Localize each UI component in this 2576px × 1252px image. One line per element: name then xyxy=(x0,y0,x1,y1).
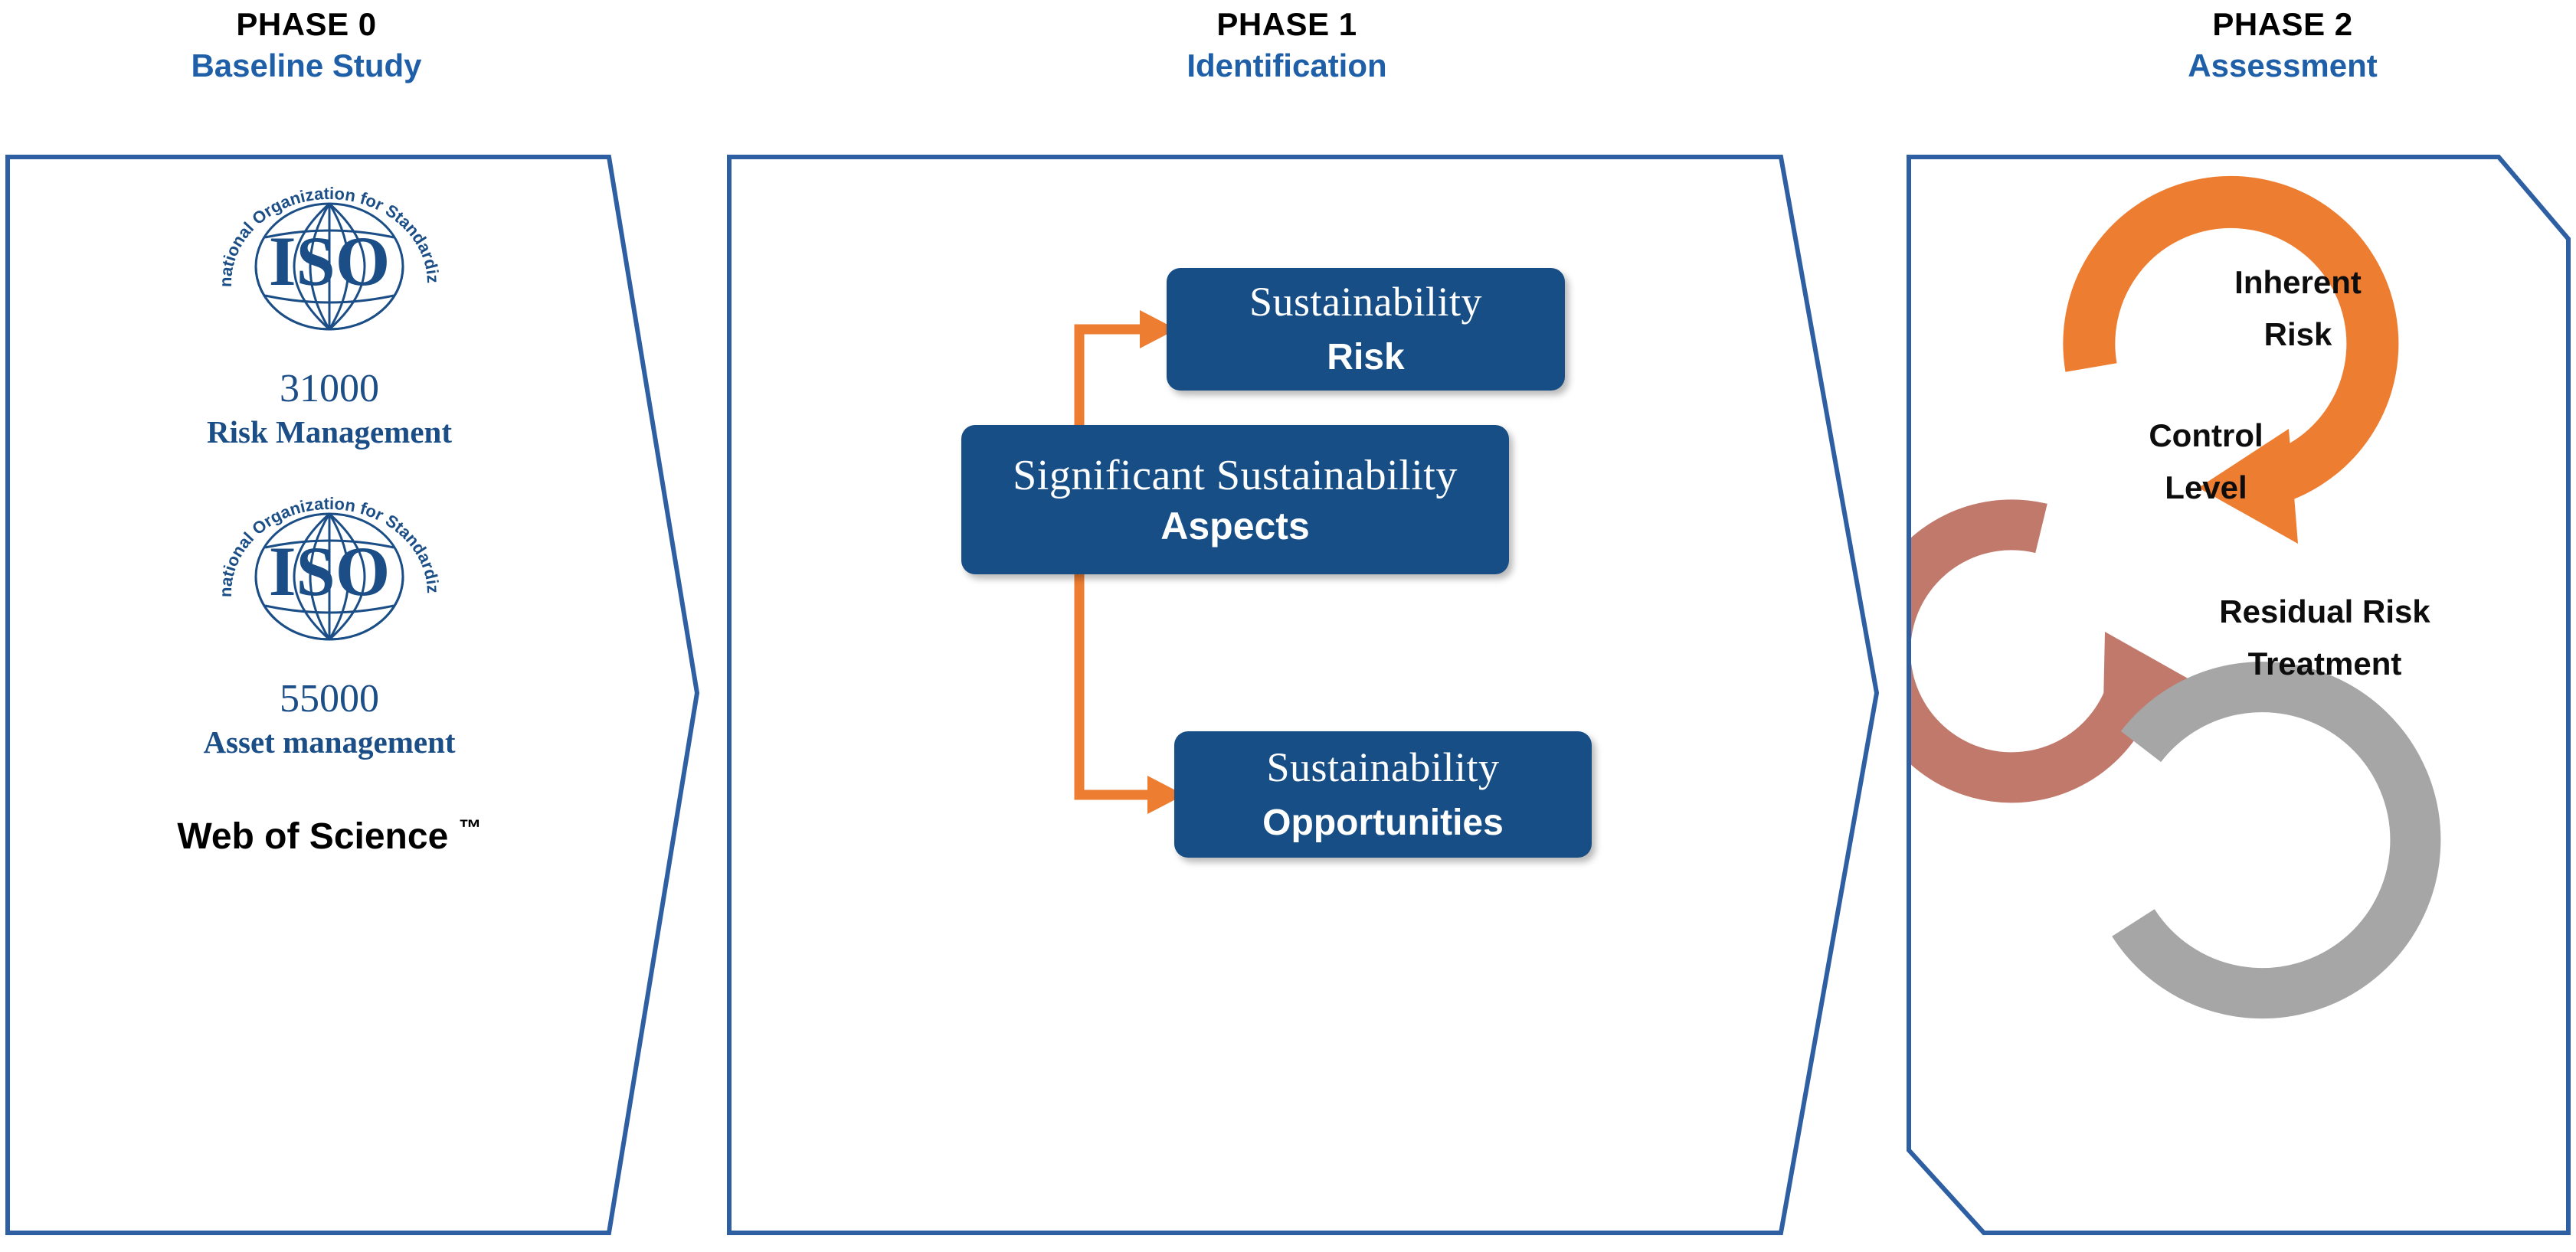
cycle-label-control-level: Control Level xyxy=(2083,410,2329,514)
trademark-symbol: ™ xyxy=(458,816,482,841)
iso-standard-number: 55000 xyxy=(280,677,379,721)
phase-headings-row: PHASE 0 Baseline Study PHASE 1 Identific… xyxy=(0,0,2576,138)
box-sustainability-risk[interactable]: Sustainability Risk xyxy=(1167,268,1565,391)
web-of-science-name: Web of Science xyxy=(177,816,449,857)
phase-0-name: Baseline Study xyxy=(191,47,422,83)
iso-standard-number: 31000 xyxy=(280,367,379,410)
iso-wordmark: ISO xyxy=(269,532,391,610)
phase-2-name: Assessment xyxy=(2188,47,2378,83)
iso-wordmark: ISO xyxy=(269,222,391,300)
connector-aspects-to-opportunities xyxy=(1074,574,1184,814)
box-aspects-line2: Aspects xyxy=(1160,504,1310,548)
phase-heading-2: PHASE 2 Assessment xyxy=(1992,5,2574,87)
standard-block-iso-31000: International Organization for Standardi… xyxy=(15,168,643,451)
phase-1-name: Identification xyxy=(1187,47,1387,83)
standard-block-iso-55000: International Organization for Standardi… xyxy=(15,479,643,761)
box-aspects-line1: Significant Sustainability xyxy=(1013,451,1458,499)
residual-risk-line2: Treatment xyxy=(2247,646,2402,682)
iso-logo-icon: International Organization for Standardi… xyxy=(199,479,443,641)
iso-logo-icon: International Organization for Standardi… xyxy=(199,168,443,331)
phase-heading-0: PHASE 0 Baseline Study xyxy=(0,5,613,87)
box-opportunities-line2: Opportunities xyxy=(1262,802,1504,843)
inherent-risk-circular-arrow-icon xyxy=(2063,175,2399,544)
connector-aspects-to-risk xyxy=(1074,310,1177,427)
cycle-label-residual-risk-treatment: Residual Risk Treatment xyxy=(2172,586,2478,690)
box-opportunities-line1: Sustainability xyxy=(1266,744,1500,790)
control-level-line2: Level xyxy=(2165,469,2247,505)
inherent-risk-line1: Inherent xyxy=(2234,264,2362,300)
cycle-label-inherent-risk: Inherent Risk xyxy=(2175,257,2421,361)
box-risk-line1: Sustainability xyxy=(1249,279,1482,325)
box-significant-sustainability-aspects[interactable]: Significant Sustainability Aspects xyxy=(961,425,1509,574)
iso-standard-label: Risk Management xyxy=(206,414,452,449)
box-risk-line2: Risk xyxy=(1327,337,1405,378)
inherent-risk-line2: Risk xyxy=(2263,316,2332,352)
phase-1-number: PHASE 1 xyxy=(1216,6,1357,42)
control-level-circular-arrow-icon xyxy=(1911,499,2214,803)
residual-risk-circular-arrow-icon xyxy=(2112,662,2441,1019)
phase-1-connectors xyxy=(1074,310,1184,814)
iso-standard-label: Asset management xyxy=(203,724,456,760)
control-level-line1: Control xyxy=(2149,417,2263,453)
box-sustainability-opportunities[interactable]: Sustainability Opportunities xyxy=(1174,731,1592,858)
phase-1-panel: Sustainability Risk Significant Sustaina… xyxy=(735,157,1693,1229)
phase-2-number: PHASE 2 xyxy=(2212,6,2353,42)
phase-2-cycle-arrows xyxy=(1911,175,2441,1019)
phase-heading-1: PHASE 1 Identification xyxy=(904,5,1670,87)
residual-risk-line1: Residual Risk xyxy=(2219,593,2430,629)
phase-2-panel: Inherent Risk Control Level Residual Ris… xyxy=(1911,157,2558,1229)
phase-0-number: PHASE 0 xyxy=(236,6,377,42)
web-of-science-label: Web of Science ™ xyxy=(15,816,643,858)
phase-0-panel: International Organization for Standardi… xyxy=(15,157,643,1229)
